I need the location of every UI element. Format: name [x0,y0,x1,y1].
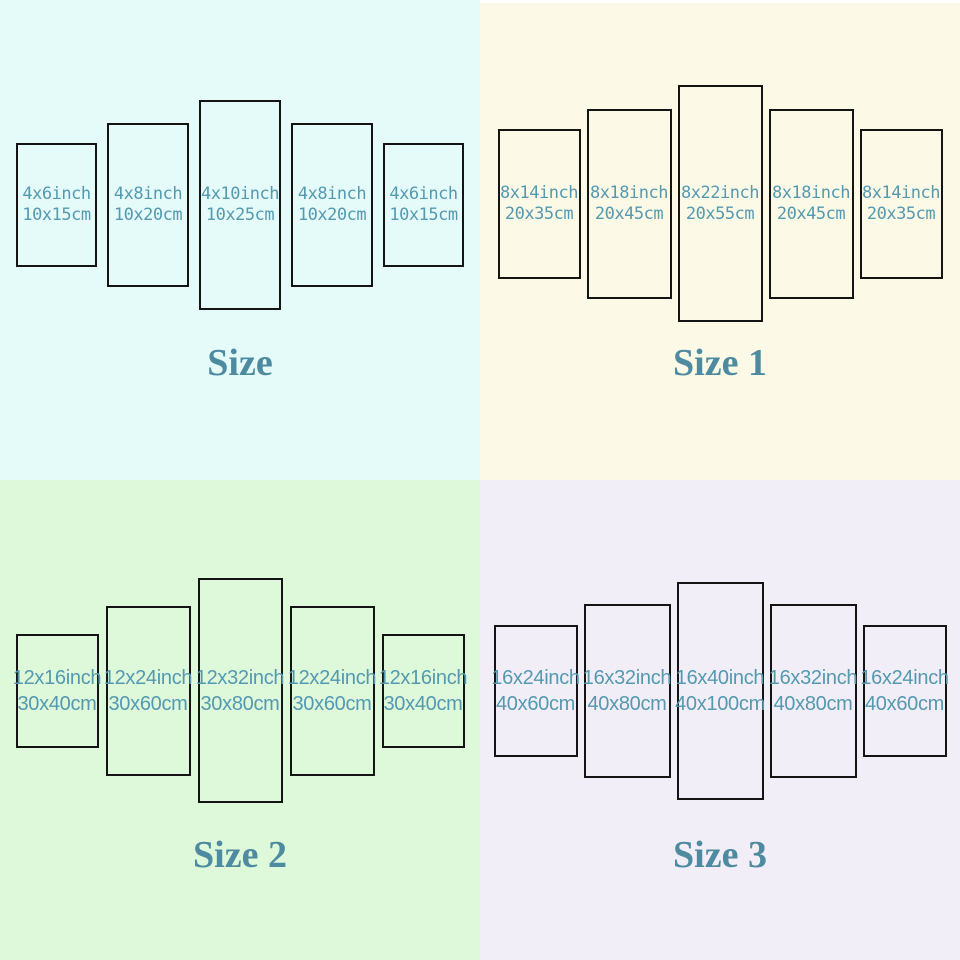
panel-size-cm: 20x45cm [776,203,846,224]
panel-size-inch: 12x24inch [103,666,193,689]
panel-size-cm: 40x80cm [773,693,853,715]
panel-size-inch: 16x24inch [491,667,580,689]
panel-size-inch: 16x40inch [675,667,765,689]
panel-size-inch: 8x18inch [772,182,850,203]
panel-size-label: 12x24inch 30x60cm [287,665,377,717]
panel-size-cm: 30x40cm [383,692,463,715]
panel-size-cm: 30x60cm [108,692,188,715]
panel-row: 12x16inch 30x40cm 12x24inch 30x60cm 12x32inc… [0,578,480,803]
panel-size-cm: 30x40cm [17,692,97,715]
panel-size-inch: 8x14inch [500,182,578,203]
panel-size-label: 12x32inch 30x80cm [195,665,285,717]
panel: 16x32inch 40x80cm [768,604,858,778]
panel-size-cm: 20x35cm [866,203,936,224]
panel-size-inch: 8x18inch [590,182,668,203]
panel-size-cm: 10x15cm [22,205,91,225]
panel-size-inch: 4x6inch [389,184,458,204]
panel-size-cm: 10x25cm [205,205,275,225]
panel-size-cm: 20x35cm [504,203,574,224]
panel-size-label: 12x16inch 30x40cm [378,665,468,717]
panel-size-cm: 30x60cm [292,692,372,715]
panel-size-inch: 8x22inch [681,182,759,203]
panel-size-inch: 8x14inch [862,182,940,203]
panel: 12x16inch 30x40cm [12,633,102,748]
panel: 12x24inch 30x60cm [287,605,377,776]
panel-size-inch: 12x16inch [378,666,468,689]
quadrant-title: Size 2 [193,834,287,876]
panel-size-label: 16x24inch 40x60cm [491,665,580,717]
panel: 16x40inch 40x100cm [675,582,765,800]
quadrant-title: Size 3 [673,834,767,876]
panel-size-inch: 16x32inch [768,667,858,689]
panel-size-inch: 16x24inch [860,667,949,689]
panel-size-label: 16x40inch 40x100cm [675,665,765,717]
panel-size-label: 12x16inch 30x40cm [12,665,102,717]
panel-size-label: 16x32inch 40x80cm [768,665,858,717]
panel-size-inch: 12x16inch [12,666,102,689]
panel-size-inch: 16x32inch [582,667,672,689]
panel-size-cm: 20x55cm [685,203,755,224]
panel-size-cm: 40x100cm [675,693,765,715]
panel-size-cm: 40x80cm [587,693,667,715]
quadrant-size-2: 12x16inch 30x40cm 12x24inch 30x60cm 12x32inc… [0,480,480,960]
panel-size-inch: 4x6inch [22,184,91,204]
panel-size-inch: 12x32inch [195,666,285,689]
panel-size-cm: 40x60cm [495,693,576,715]
panel: 12x24inch 30x60cm [103,605,193,776]
panel: 16x24inch 40x60cm [491,625,580,757]
panel: 12x32inch 30x80cm [195,578,285,803]
panel-row: 16x24inch 40x60cm 16x32inch 40x80cm 16x40inc… [480,582,960,800]
panel-size-cm: 10x15cm [389,205,458,225]
quadrant-size-3: 16x24inch 40x60cm 16x32inch 40x80cm 16x40inc… [480,480,960,960]
quadrant-title: Size 1 [673,342,767,384]
panel-size-label: 12x24inch 30x60cm [103,665,193,717]
panel-size-cm: 20x45cm [594,203,664,224]
panel-size-inch: 4x8inch [113,184,183,204]
panel-size-cm: 10x20cm [113,205,183,225]
panel: 16x32inch 40x80cm [582,604,672,778]
panel-size-inch: 12x24inch [287,666,377,689]
quadrant-title: Size [207,342,273,384]
panel-size-inch: 4x8inch [297,184,367,204]
panel-size-cm: 40x60cm [864,693,945,715]
panel-size-label: 16x32inch 40x80cm [582,665,672,717]
panel-size-cm: 30x80cm [200,692,280,715]
panel: 16x24inch 40x60cm [860,625,949,757]
panel: 12x16inch 30x40cm [378,633,468,748]
panel-size-label: 16x24inch 40x60cm [860,665,949,717]
panel-size-inch: 4x10inch [201,184,279,204]
panel-size-cm: 10x20cm [297,205,367,225]
